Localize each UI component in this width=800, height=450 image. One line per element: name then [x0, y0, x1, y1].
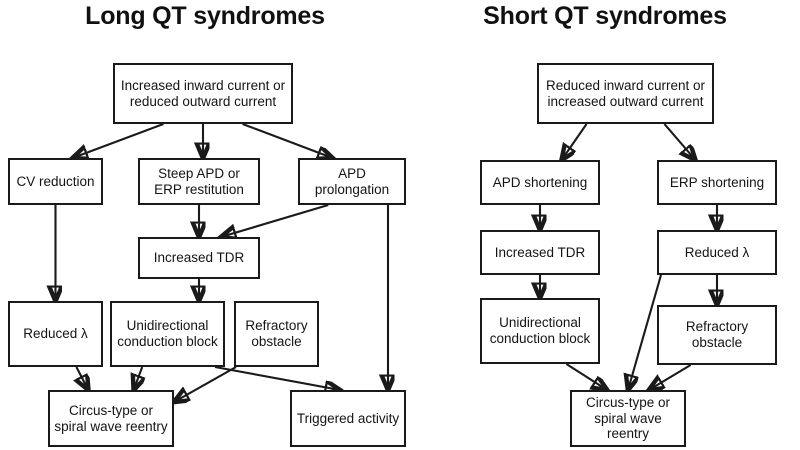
node-label: Refractory obstacle — [685, 319, 749, 350]
node-label: Increased TDR — [153, 250, 245, 266]
panel-title-short-qt: Short QT syndromes — [483, 2, 727, 30]
node-label: Circus-type or spiral wave reentry — [585, 394, 671, 442]
node-label: Reduced inward current or increased outw… — [545, 77, 706, 109]
edge-sqt-trigger-to-sqt-apdshort — [562, 123, 588, 160]
edge-sqt-trigger-to-sqt-erpshort — [663, 123, 695, 160]
node-lqt-triggered: Triggered activity — [290, 390, 406, 447]
node-sqt-refractory: Refractory obstacle — [657, 305, 777, 365]
node-lqt-steep: Steep APD or ERP restitution — [138, 158, 260, 205]
node-sqt-reentry: Circus-type or spiral wave reentry — [570, 390, 686, 447]
node-lqt-block: Unidirectional conduction block — [110, 301, 225, 367]
node-label: Unidirectional conduction block — [117, 318, 218, 349]
node-lqt-cv: CV reduction — [8, 158, 103, 205]
node-label: Steep APD or ERP restitution — [154, 165, 244, 197]
node-lqt-tdr: Increased TDR — [138, 237, 260, 279]
node-label: Unidirectional conduction block — [489, 315, 591, 346]
node-sqt-trigger: Reduced inward current or increased outw… — [537, 63, 714, 124]
node-label: Circus-type or spiral wave reentry — [54, 402, 168, 434]
node-sqt-apdshort: APD shortening — [480, 160, 600, 205]
node-label: Increased inward current or reduced outw… — [120, 77, 286, 109]
node-label: Reduced λ — [23, 326, 88, 342]
node-lqt-refractory: Refractory obstacle — [234, 301, 319, 367]
node-label: APD prolongation — [314, 165, 390, 197]
node-sqt-block: Unidirectional conduction block — [480, 298, 600, 364]
node-label: Increased TDR — [494, 244, 586, 260]
node-sqt-lambda: Reduced λ — [657, 230, 777, 275]
node-sqt-erpshort: ERP shortening — [657, 160, 777, 205]
node-label: ERP shortening — [669, 174, 765, 190]
node-sqt-tdr: Increased TDR — [480, 230, 600, 275]
node-lqt-lambda: Reduced λ — [8, 301, 103, 367]
edge-sqt-block-to-sqt-reentry — [565, 363, 607, 390]
node-label: CV reduction — [16, 173, 95, 189]
edge-lqt-lambda-to-lqt-reentry — [76, 366, 88, 390]
panel-title-long-qt: Long QT syndromes — [85, 2, 325, 30]
node-label: Refractory obstacle — [245, 318, 308, 349]
node-label: Triggered activity — [296, 410, 400, 426]
edge-lqt-apdprol-to-lqt-tdr — [221, 203, 329, 237]
node-lqt-reentry: Circus-type or spiral wave reentry — [48, 390, 174, 447]
edge-lqt-block-to-lqt-reentry — [134, 366, 143, 390]
edge-lqt-block-to-lqt-triggered — [214, 365, 340, 390]
node-label: APD shortening — [492, 174, 588, 190]
edge-sqt-refractory-to-sqt-reentry — [649, 364, 692, 390]
node-lqt-apdprol: APD prolongation — [298, 158, 406, 205]
node-lqt-trigger: Increased inward current or reduced outw… — [113, 63, 293, 124]
edge-lqt-refractory-to-lqt-reentry — [174, 366, 237, 402]
node-label: Reduced λ — [684, 244, 750, 260]
edge-lqt-trigger-to-lqt-apdprol — [242, 123, 333, 158]
edge-lqt-trigger-to-lqt-cv — [73, 123, 164, 158]
